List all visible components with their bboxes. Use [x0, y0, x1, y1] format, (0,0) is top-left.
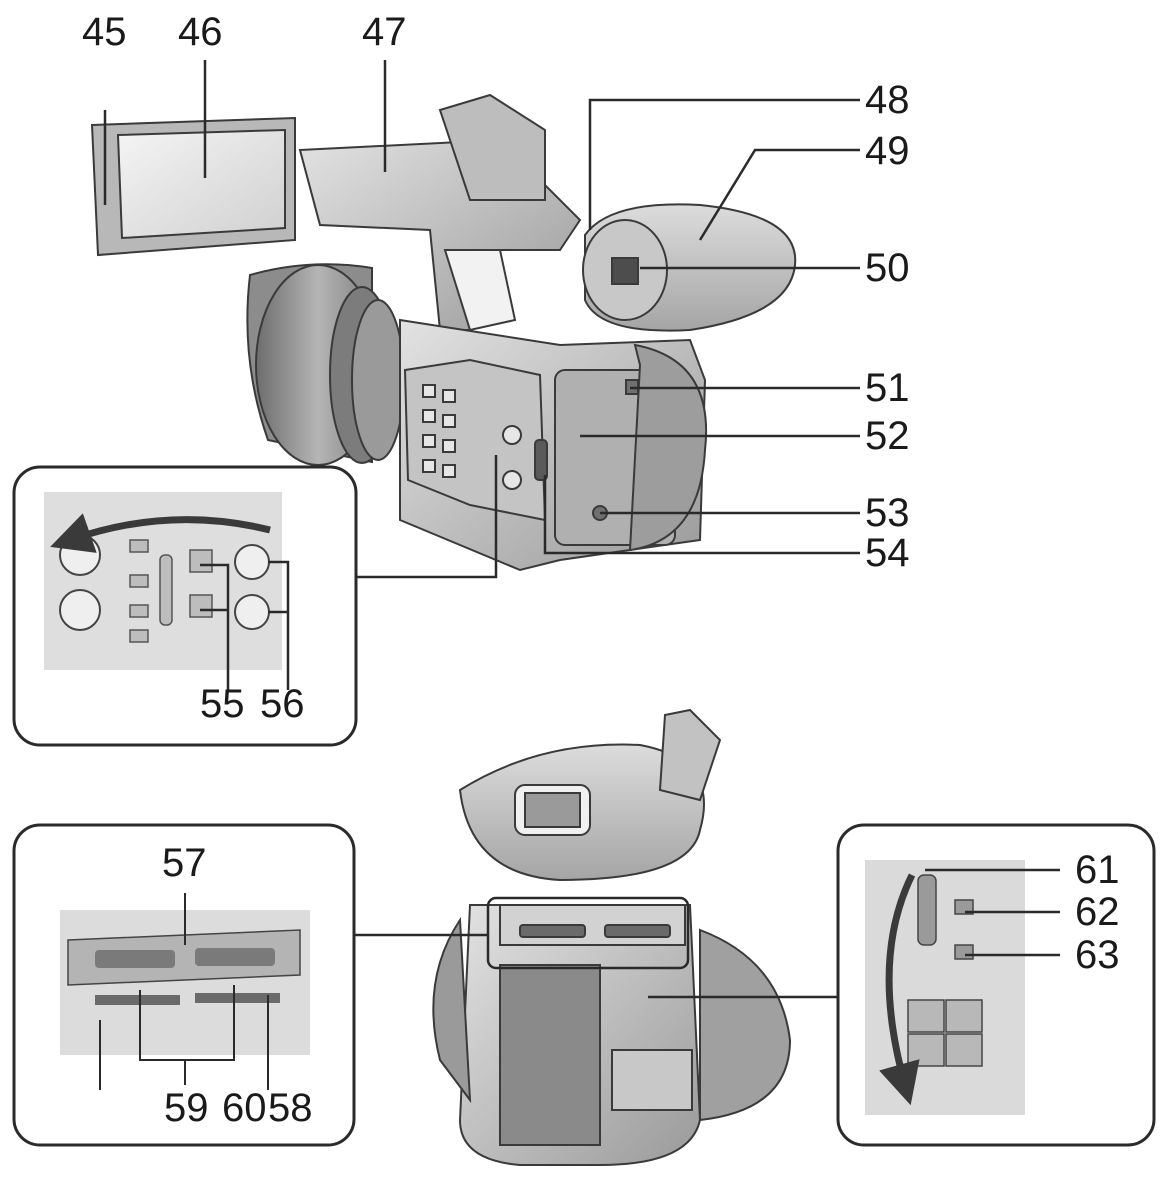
callout-56: 56 [260, 682, 305, 726]
callout-61: 61 [1075, 848, 1120, 892]
leader-lines [103, 60, 1060, 957]
inset-side-controls [12, 465, 358, 747]
callout-60: 60 [222, 1086, 267, 1130]
callout-53: 53 [865, 491, 910, 535]
inset-card-slots [12, 823, 356, 1147]
callout-59: 59 [164, 1086, 209, 1130]
callout-49: 49 [865, 129, 910, 173]
camcorder-rear-view [90, 93, 797, 572]
callout-47: 47 [362, 10, 407, 54]
callout-51: 51 [865, 366, 910, 410]
inset-side-controls-connector [356, 455, 498, 579]
callout-46: 46 [178, 10, 223, 54]
callout-50: 50 [865, 246, 910, 290]
callout-62: 62 [1075, 890, 1120, 934]
callout-57: 57 [162, 841, 207, 885]
callout-52: 52 [865, 414, 910, 458]
slot-highlight-box [486, 896, 690, 970]
callout-63: 63 [1075, 933, 1120, 977]
callout-54: 54 [865, 531, 910, 575]
inset-terminals [836, 823, 1156, 1147]
callout-48: 48 [865, 78, 910, 122]
callout-45: 45 [82, 10, 127, 54]
callout-58: 58 [268, 1086, 313, 1130]
camcorder-back-view [432, 708, 792, 1166]
callout-55: 55 [200, 682, 245, 726]
